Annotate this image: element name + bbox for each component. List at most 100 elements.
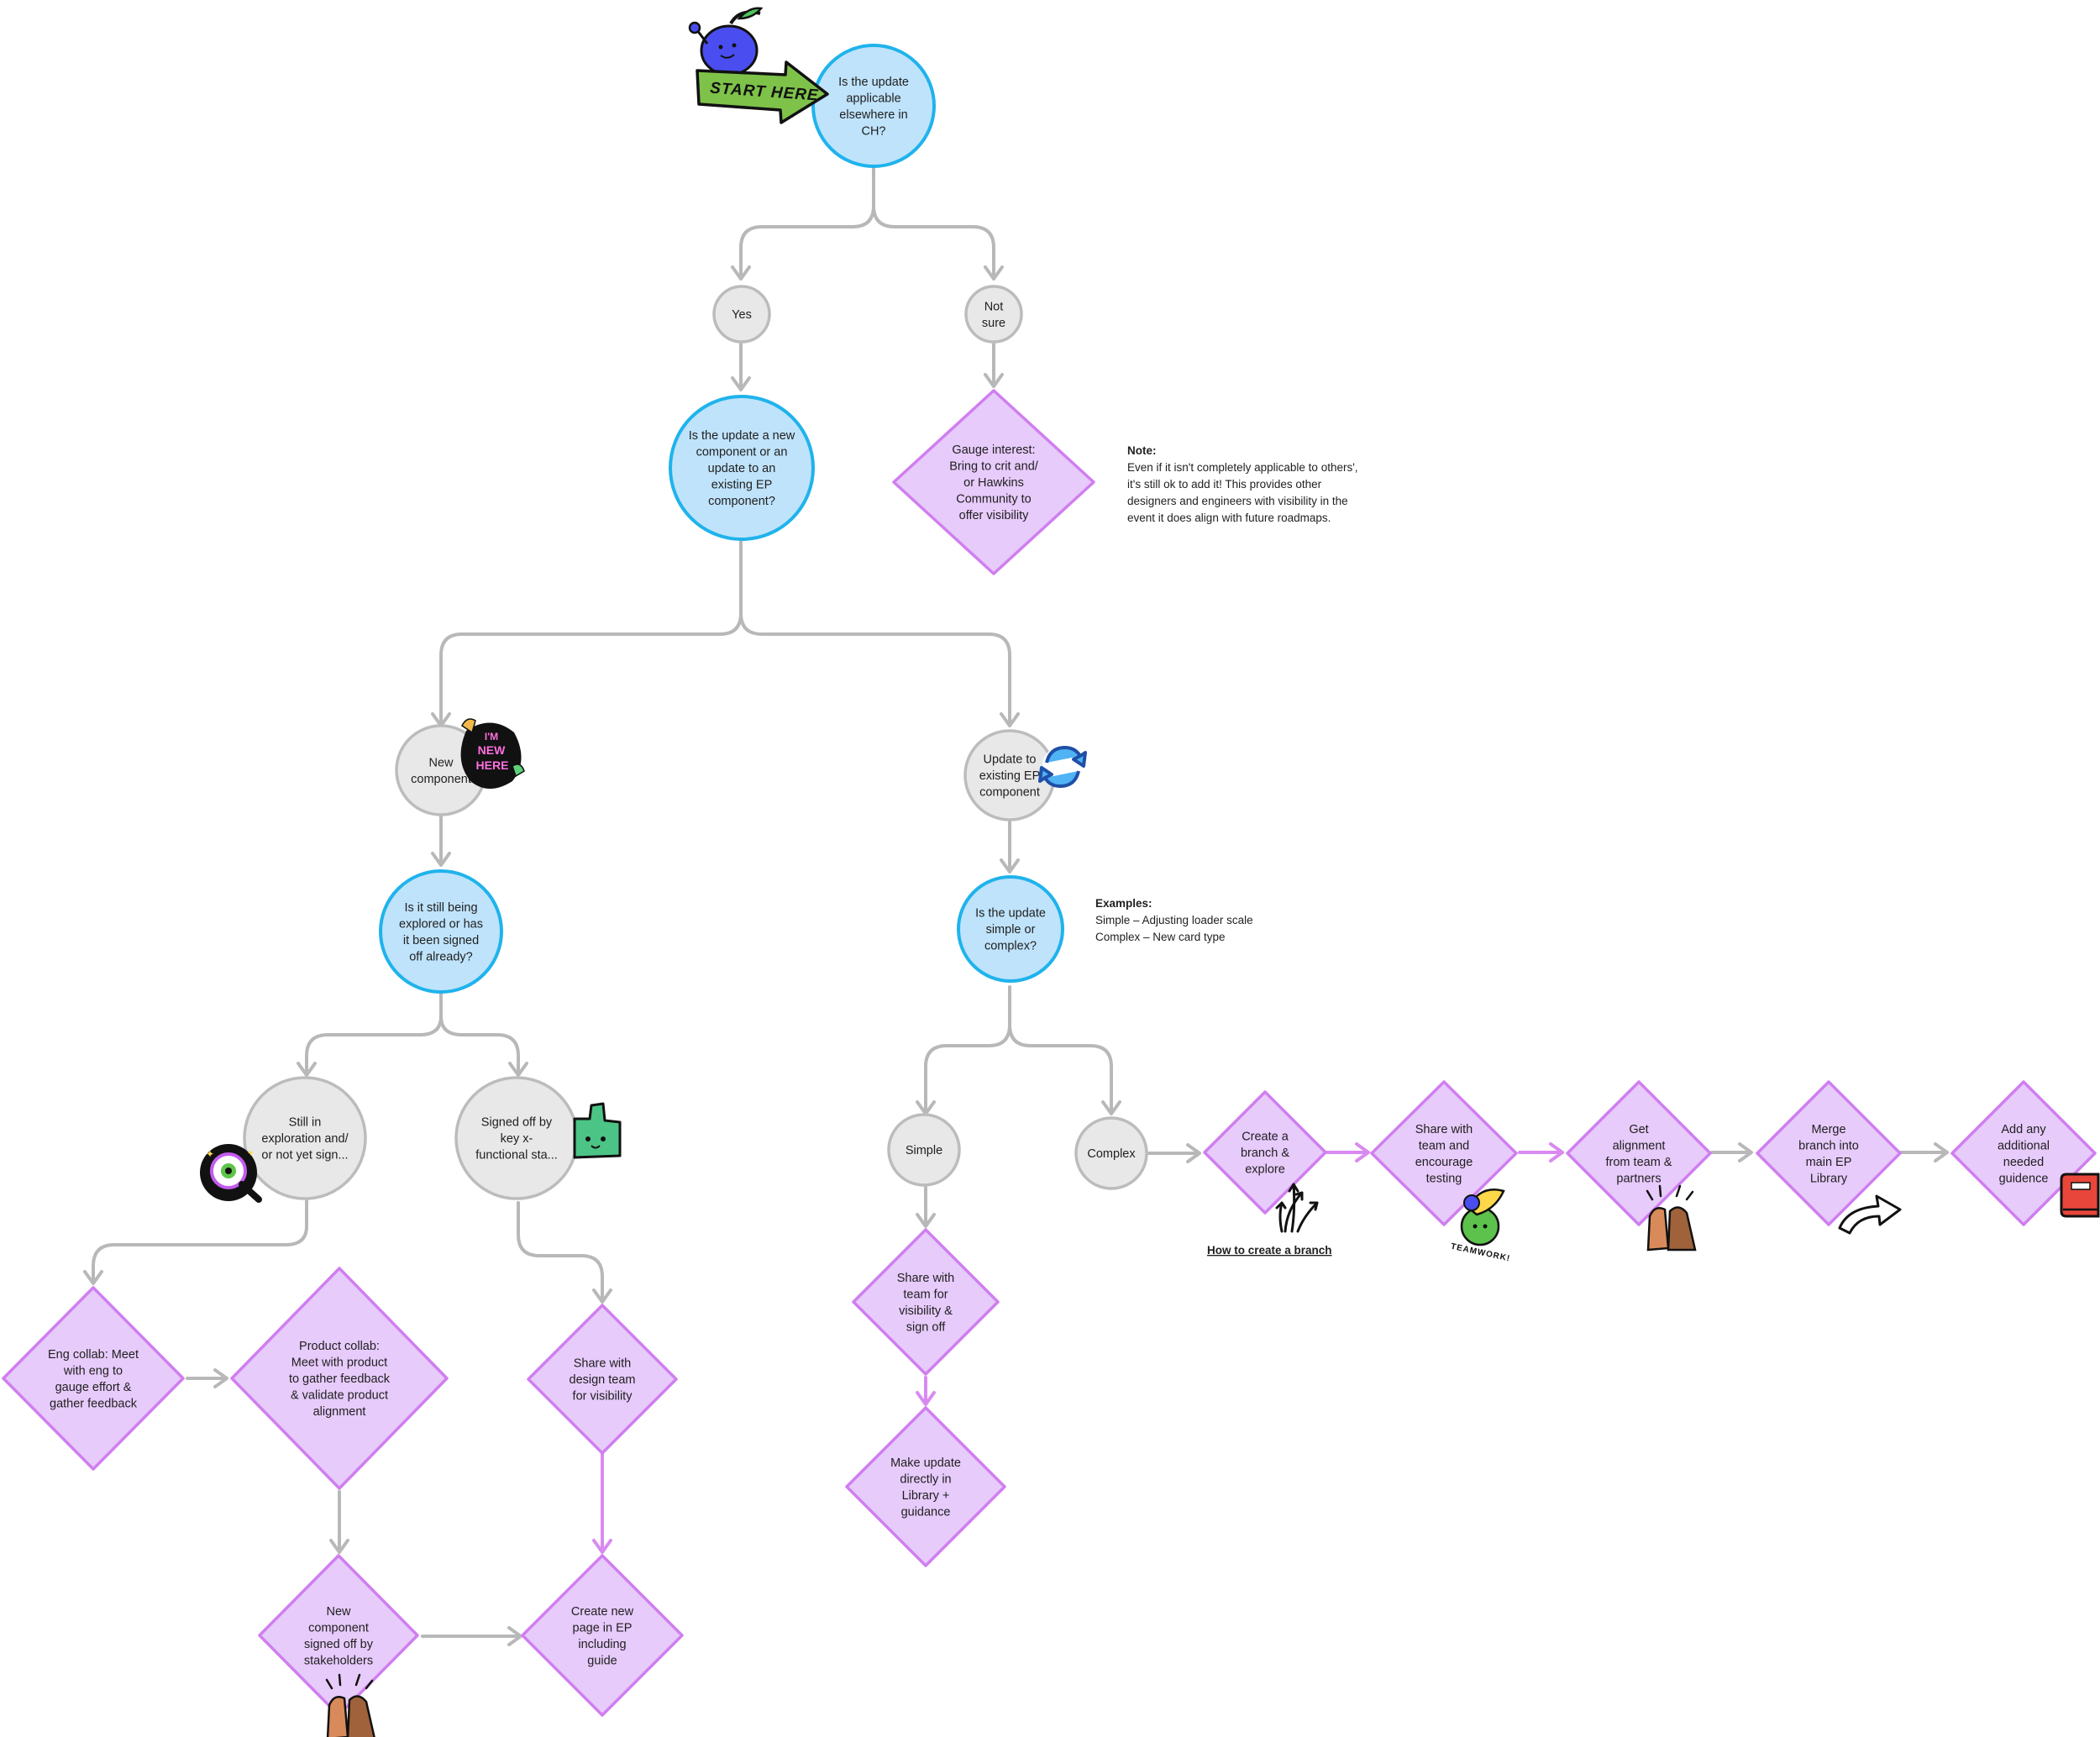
node-label-line: signed off by (304, 1638, 374, 1651)
connector-signedoff-to-share (517, 1201, 604, 1302)
node-label: Simple (906, 1144, 942, 1157)
node-label-line: off already? (409, 950, 473, 963)
arrowhead (507, 1626, 522, 1646)
action-node-gauge-interest[interactable]: Gauge interest:Bring to crit and/or Hawk… (892, 389, 1095, 575)
node-label-line: Product collab: (299, 1340, 380, 1353)
svg-text:NEW: NEW (478, 743, 506, 757)
node-label-line: team for (903, 1288, 948, 1301)
node-label-line: design team (570, 1373, 636, 1387)
arrowhead (916, 1391, 936, 1406)
arrowhead (916, 1213, 936, 1228)
arrowhead (297, 1062, 317, 1077)
node-label-line: alignment (1613, 1139, 1666, 1152)
node-label-line: Simple (906, 1144, 942, 1157)
node-label-line: needed (2003, 1156, 2044, 1169)
node-label-line: page in EP (573, 1621, 633, 1635)
node-label-line: Not (984, 300, 1004, 313)
node-label-line: Complex (1087, 1147, 1136, 1161)
arrowhead (1355, 1142, 1370, 1162)
node-label-line: Community to (956, 493, 1031, 506)
node-label-line: simple or (986, 923, 1036, 937)
node-label-line: or Hawkins (963, 476, 1024, 490)
node-label: Not sure (982, 300, 1005, 330)
node-label-line: Library (1810, 1172, 1848, 1185)
node-label-line: stakeholders (304, 1654, 373, 1667)
answer-node-complex[interactable]: Complex (1074, 1116, 1148, 1190)
svg-text:✦: ✦ (247, 1149, 254, 1158)
node-label-line: Gauge interest: (952, 443, 1035, 457)
note-examples: Examples: Simple – Adjusting loader scal… (1095, 897, 1253, 943)
node-label-line: Is the update a new (689, 429, 795, 443)
node-label-line: branch into (1798, 1139, 1859, 1152)
high-five-hands-icon (325, 1673, 375, 1737)
node-label-line: Signed off by (481, 1116, 553, 1130)
node-label-line: encourage (1415, 1156, 1473, 1169)
node-label-line: including (578, 1638, 626, 1651)
node-label-line: Create new (571, 1605, 634, 1619)
node-label-line: CH? (861, 124, 885, 138)
svg-text:HERE: HERE (476, 758, 509, 772)
node-label: Complex (1087, 1147, 1136, 1161)
node-label-line: visibility & (899, 1304, 953, 1318)
arrowhead (731, 376, 751, 391)
how-to-create-branch-link[interactable]: How to create a branch (1207, 1244, 1332, 1257)
node-label-line: applicable (846, 92, 900, 105)
arrowhead (329, 1539, 349, 1554)
node-label-line: sure (982, 317, 1005, 330)
arrowhead (592, 1288, 612, 1304)
branching-arrows-icon (1275, 1183, 1319, 1233)
high-five-hands-icon (1646, 1184, 1697, 1252)
node-label-line: & validate product (291, 1389, 388, 1403)
node-label-line: New (326, 1605, 351, 1619)
node-label-line: Update to (984, 753, 1037, 767)
action-node-create-page[interactable]: Create new page in EP including guide (521, 1554, 684, 1717)
connector-explored-split (305, 991, 520, 1075)
refresh-arrows-icon (1038, 746, 1087, 788)
node-label-line: component or an (696, 446, 788, 459)
node-label-line: Meet with product (291, 1357, 387, 1370)
answer-node-not-sure[interactable]: Not sure (964, 285, 1023, 344)
arrowhead (984, 373, 1004, 388)
node-label-line: guidence (1999, 1172, 2049, 1185)
answer-node-yes[interactable]: Yes (712, 285, 771, 344)
node-label-line: complex? (984, 940, 1037, 953)
node-label-line: component (411, 773, 471, 786)
node-label-line: gather feedback (50, 1397, 138, 1410)
curved-arrow-icon (1838, 1194, 1902, 1235)
node-label-line: guide (587, 1654, 617, 1667)
note-line: designers and engineers with visibility … (1127, 495, 1348, 507)
answer-node-simple[interactable]: Simple (887, 1113, 961, 1187)
arrowhead (1000, 712, 1020, 727)
